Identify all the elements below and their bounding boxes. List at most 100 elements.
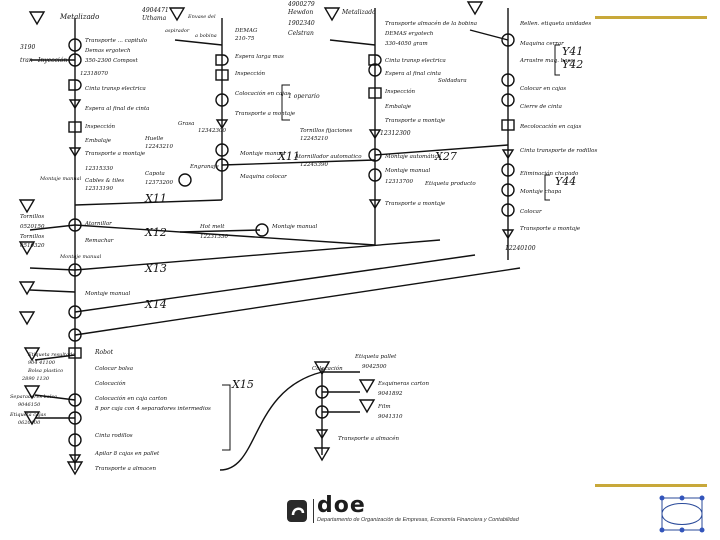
accent-bar-top xyxy=(595,16,707,19)
storage-symbol xyxy=(18,241,36,256)
operation-symbol xyxy=(368,148,382,162)
operation-symbol xyxy=(501,73,515,87)
footer-logo: doe Departamento de Organización de Empr… xyxy=(285,493,525,527)
group-label: X12 xyxy=(144,226,167,239)
label: Espera larga mas xyxy=(234,54,284,60)
operation-symbol xyxy=(68,38,82,52)
operation-symbol xyxy=(501,203,515,217)
label: 3190 xyxy=(20,44,35,51)
label: Etiqueta producto xyxy=(424,181,476,187)
storage-symbol xyxy=(323,7,341,22)
operation-symbol xyxy=(315,385,329,399)
label: Rellen. etiqueta unidades xyxy=(519,21,591,27)
label: Uthama xyxy=(142,15,167,22)
corner-decoration-icon xyxy=(659,495,705,533)
label: Celstran xyxy=(288,30,314,37)
operation-symbol xyxy=(68,263,82,277)
operation-symbol xyxy=(178,173,192,187)
group-label: X11 xyxy=(277,150,300,163)
label: Montaje manual xyxy=(39,176,82,182)
label: Esquineras carton xyxy=(377,381,429,387)
label: Demas ergotech xyxy=(84,48,131,54)
group-label: X14 xyxy=(144,298,167,311)
label: Montaje manual xyxy=(84,291,131,297)
label: 12245210 xyxy=(300,136,328,142)
group-label: Y41 xyxy=(562,45,583,58)
label: Etiqueta pallet xyxy=(354,354,397,360)
label: Transporte a montaje xyxy=(520,226,581,232)
inspection-symbol xyxy=(368,87,382,99)
label: 4904471 xyxy=(141,7,169,14)
label: Recolocación en cajas xyxy=(519,123,582,130)
label: 904 41100 xyxy=(28,360,56,366)
operation-symbol xyxy=(501,93,515,107)
label: Etiqueta resultado xyxy=(27,352,75,358)
storage-symbol xyxy=(466,1,484,16)
label: Huelle xyxy=(144,136,164,142)
label: 12245390 xyxy=(300,162,328,168)
operation-symbol xyxy=(215,143,229,157)
label: 1 operario xyxy=(288,93,320,100)
storage-symbol xyxy=(18,281,36,296)
label: Colocación en cajas xyxy=(235,90,290,97)
operation-symbol xyxy=(368,168,382,182)
delay-symbol xyxy=(68,79,82,91)
label: Montaje automático xyxy=(384,153,442,160)
label: 9042500 xyxy=(362,364,387,370)
logo-text: doe xyxy=(317,493,366,518)
operation-symbol xyxy=(215,158,229,172)
label: Arrastre maq. base xyxy=(519,58,574,64)
storage-symbol xyxy=(18,199,36,214)
delay-symbol xyxy=(215,54,229,66)
group-label: X11 xyxy=(144,192,167,205)
label: 12231330 xyxy=(200,234,228,240)
label: Montaje chapa xyxy=(519,189,561,195)
label: Tornillos xyxy=(20,214,44,220)
operation-symbol xyxy=(215,93,229,107)
label: Apilar 8 cajas en pallet xyxy=(94,451,160,457)
label: tran xyxy=(20,57,33,64)
label: Montaje manual xyxy=(271,224,318,230)
label: Colocación xyxy=(95,380,126,387)
label: 1902340 xyxy=(288,20,315,27)
label: DEMAG xyxy=(234,28,258,34)
label: Transporte almacén de la bobina xyxy=(385,20,477,27)
label: Transporte ... capitulo xyxy=(85,38,148,44)
storage-symbol xyxy=(313,447,331,462)
label: Envase del xyxy=(187,14,216,20)
storage-symbol xyxy=(358,399,376,414)
label: Robot xyxy=(94,349,114,356)
label: Tornillos fijaciones xyxy=(300,128,352,134)
storage-symbol xyxy=(23,385,41,400)
label: Espera al final cinta xyxy=(384,71,441,77)
label: Transporte a montaje xyxy=(385,118,446,124)
label: Etiqueta cajas xyxy=(9,412,47,418)
transport-symbol xyxy=(368,199,382,210)
label: 12315330 xyxy=(85,166,113,172)
label: Embalaje xyxy=(384,104,412,110)
label: Separadores bolsa xyxy=(10,394,57,400)
operation-symbol xyxy=(501,163,515,177)
label: Inspección xyxy=(84,123,116,130)
label: Inyección xyxy=(37,57,67,64)
storage-symbol xyxy=(168,7,186,22)
label: Transporte a montaje xyxy=(235,111,296,117)
label: Cinta transporte de rodillos xyxy=(520,148,597,154)
label: Transporte a almacen xyxy=(95,466,157,472)
label: a bobina xyxy=(195,33,217,39)
label: 4900279 xyxy=(287,1,315,8)
label: Espera al final de cinta xyxy=(84,106,149,112)
label: Metalizado xyxy=(59,13,99,21)
label: Transporte a montaje xyxy=(385,201,446,207)
label: Inspección xyxy=(384,88,416,95)
label: Maquina colocar xyxy=(239,174,287,180)
label: 0520150 xyxy=(20,224,45,230)
transport-symbol xyxy=(368,129,382,140)
operation-symbol xyxy=(501,183,515,197)
label: Eliminación chapado xyxy=(519,170,579,177)
label: 9046150 xyxy=(18,402,41,408)
label: 12313700 xyxy=(385,179,413,185)
inspection-symbol xyxy=(215,69,229,81)
label: aspirador xyxy=(165,28,190,34)
